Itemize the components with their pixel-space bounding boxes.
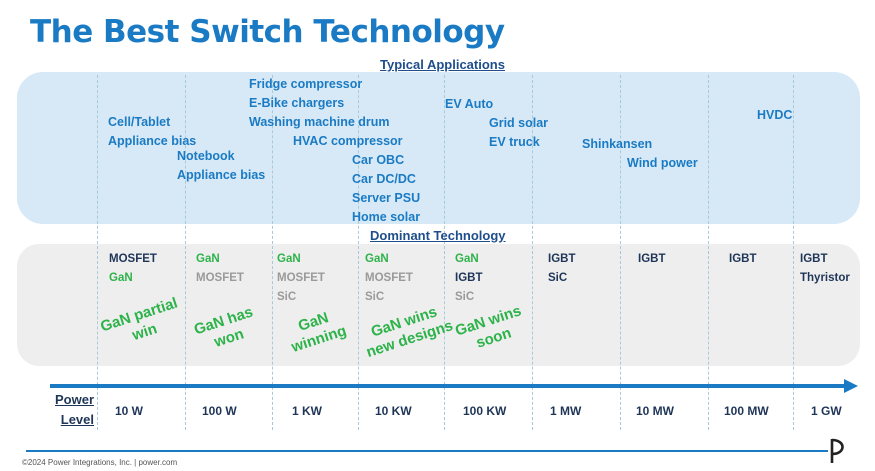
power-level-tick: 100 W (202, 404, 237, 418)
app-car-obc: Car OBC (352, 153, 405, 167)
power-level-tick: 1 GW (811, 404, 842, 418)
tech-mosfet-label: MOSFET (109, 253, 157, 265)
app-home-solar: Home solar (352, 210, 421, 224)
tech-gan-label: GaN (277, 253, 301, 265)
power-level-tick: 100 MW (724, 404, 769, 418)
power-axis-line (50, 384, 848, 388)
tech-mosfet-label: MOSFET (196, 272, 244, 284)
tech-igbt-label: IGBT (800, 253, 828, 265)
app-ev-auto: EV Auto (445, 97, 494, 111)
typical-applications-panel (17, 72, 860, 224)
tech-igbt-label: IGBT (548, 253, 576, 265)
page-title: The Best Switch Technology (30, 14, 505, 50)
column-divider (97, 75, 98, 430)
footer-text: ©2024 Power Integrations, Inc. | power.c… (22, 458, 178, 467)
app-car-dcdc: Car DC/DC (352, 172, 416, 186)
power-level-tick: 1 KW (292, 404, 322, 418)
app-fridge-compressor: Fridge compressor (249, 77, 363, 91)
app-washing-machine-drum: Washing machine drum (249, 115, 390, 129)
power-level-tick: 10 W (115, 404, 144, 418)
app-grid-solar: Grid solar (489, 116, 549, 130)
tech-sic-label: SiC (365, 291, 385, 303)
level-label: Level (60, 412, 94, 427)
tech-sic-label: SiC (277, 291, 297, 303)
column-divider (358, 75, 359, 430)
app-appliance-bias: Appliance bias (108, 134, 197, 148)
tech-igbt-label: IGBT (729, 253, 757, 265)
column-divider (708, 75, 709, 430)
column-divider (185, 75, 186, 430)
typical-applications-heading: Typical Applications (380, 57, 505, 72)
column-divider (272, 75, 273, 430)
app-shinkansen: Shinkansen (582, 137, 653, 151)
power-level-tick: 100 KW (463, 404, 507, 418)
dominant-technology-panel (17, 244, 860, 366)
tech-mosfet-label: MOSFET (277, 272, 325, 284)
app-appliance-bias: Appliance bias (177, 168, 266, 182)
axis-arrow-icon (844, 379, 858, 393)
column-divider (620, 75, 621, 430)
tech-sic-label: SiC (548, 272, 568, 284)
app-hvac-compressor: HVAC compressor (293, 134, 403, 148)
tech-gan-label: GaN (455, 253, 479, 265)
tech-gan-label: GaN (196, 253, 220, 265)
dominant-technology-heading: Dominant Technology (370, 228, 506, 243)
app-notebook: Notebook (177, 149, 235, 163)
power-level-tick: 10 KW (375, 404, 412, 418)
app-hvdc: HVDC (757, 108, 793, 122)
app-server-psu: Server PSU (352, 191, 421, 205)
app-ev-truck: EV truck (489, 135, 540, 149)
app-cell-tablet: Cell/Tablet (108, 115, 171, 129)
app-ebike-chargers: E-Bike chargers (249, 96, 345, 110)
power-level-tick: 10 MW (636, 404, 675, 418)
power-label: Power (54, 392, 94, 407)
column-divider (793, 75, 794, 430)
app-wind-power: Wind power (627, 156, 698, 170)
tech-mosfet-label: MOSFET (365, 272, 413, 284)
tech-thyristor-label: Thyristor (800, 272, 850, 284)
tech-igbt-label: IGBT (455, 272, 483, 284)
tech-gan-label: GaN (109, 272, 133, 284)
footer-divider (26, 450, 828, 452)
tech-sic-label: SiC (455, 291, 475, 303)
column-divider (532, 75, 533, 430)
tech-igbt-label: IGBT (638, 253, 666, 265)
column-divider (444, 75, 445, 430)
tech-gan-label: GaN (365, 253, 389, 265)
power-level-tick: 1 MW (550, 404, 582, 418)
power-level-label: Power Level (44, 390, 94, 430)
power-integrations-logo-icon (826, 436, 850, 466)
